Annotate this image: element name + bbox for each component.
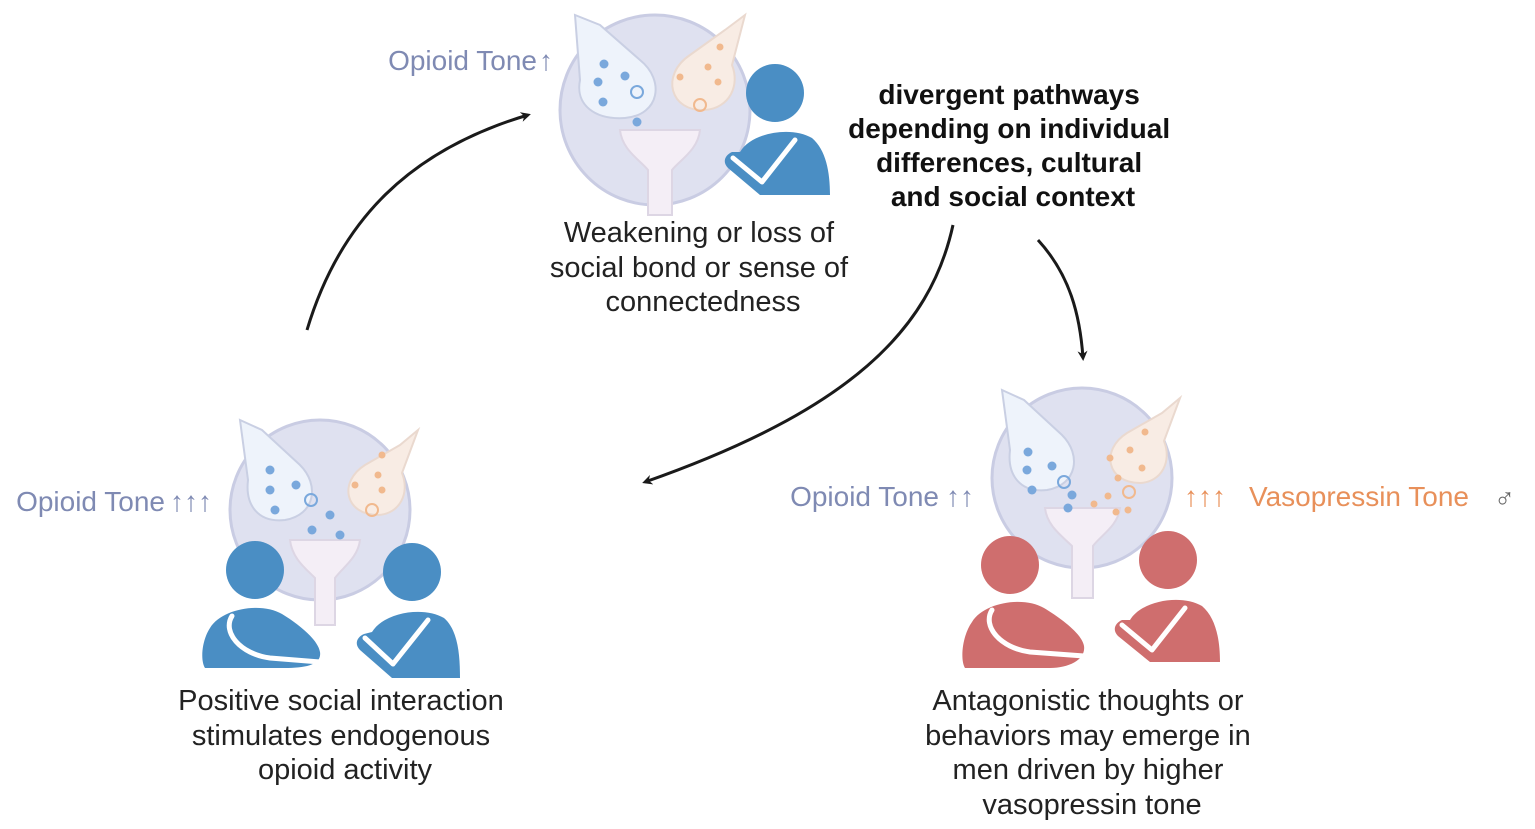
male-symbol-icon: ♂ (1494, 483, 1515, 514)
person-icon (724, 64, 830, 195)
brain-synapse-icon (990, 386, 1183, 599)
top-opioid-tone-label: Opioid Tone (388, 45, 537, 76)
left-opioid-tone-label: Opioid Tone (16, 486, 165, 517)
top-opioid-arrow-icon: ↑ (539, 45, 553, 76)
arrow-context-to-left (642, 224, 955, 485)
brain-synapse-icon (558, 12, 752, 216)
person-icon-left (202, 541, 323, 668)
right-opioid-arrows-icon: ↑↑ (946, 481, 974, 512)
left-scene: Opioid Tone ↑↑↑ Positive social interact… (16, 418, 512, 786)
right-scene: Opioid Tone ↑↑ ↑↑↑ Vasopressin Tone ♂ An… (790, 386, 1515, 821)
right-opioid-tone-label: Opioid Tone (790, 481, 939, 512)
top-caption: Weakening or loss of social bond or sens… (550, 217, 856, 318)
right-caption: Antagonistic thoughts or behaviors may e… (925, 685, 1259, 821)
context-note: divergent pathways depending on individu… (848, 79, 1178, 212)
arrow-left-to-top (305, 112, 531, 331)
person-icon-right (1114, 531, 1220, 662)
person-icon-right (356, 543, 460, 678)
arrow-context-to-right (1036, 238, 1088, 361)
person-icon-left (962, 536, 1087, 668)
top-scene: Opioid Tone ↑ Weakening or loss of socia… (388, 12, 856, 318)
vasopressin-arrows-icon: ↑↑↑ (1184, 481, 1226, 512)
vasopressin-tone-label: Vasopressin Tone (1249, 481, 1469, 512)
left-opioid-arrows-icon: ↑↑↑ (170, 486, 212, 517)
left-caption: Positive social interaction stimulates e… (178, 685, 512, 786)
